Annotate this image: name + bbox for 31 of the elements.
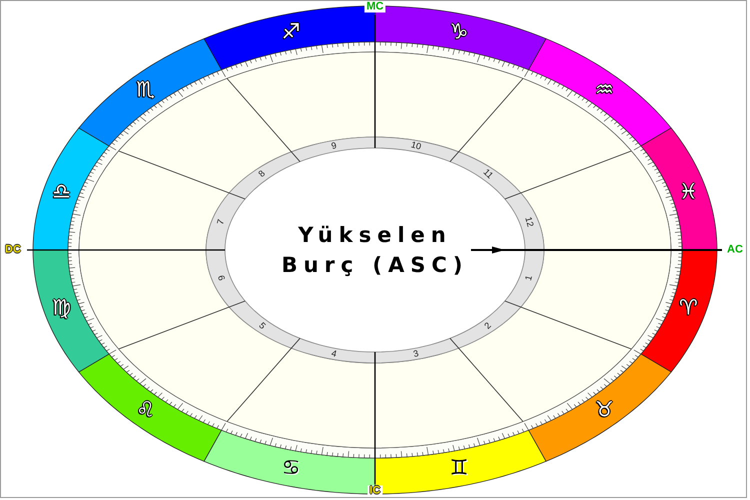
house-number: 1 (524, 274, 534, 282)
house-number: 12 (523, 216, 535, 228)
house-number: 4 (330, 348, 338, 359)
zodiac-symbol: ♎ (52, 181, 71, 202)
zodiac-symbol: ♏ (136, 80, 155, 101)
house-number: 11 (481, 168, 494, 180)
house-number: 3 (412, 348, 420, 359)
house-number: 9 (330, 141, 338, 152)
house-number: 2 (482, 321, 493, 331)
zodiac-symbol: ♒ (595, 80, 614, 101)
zodiac-symbol: ♈ (679, 298, 698, 319)
house-number: 5 (257, 321, 268, 331)
zodiac-symbol: ♍ (52, 298, 71, 319)
house-number: 7 (216, 218, 226, 226)
house-number: 6 (216, 274, 226, 282)
house-number: 10 (410, 140, 422, 152)
axis-label: DC (5, 244, 21, 256)
axis-label: AC (727, 244, 743, 256)
axis-line (505, 249, 722, 251)
zodiac-symbol: ♐ (282, 21, 300, 42)
zodiac-symbol: ♊ (450, 458, 468, 479)
center-label: Yükselen Burç (ASC) (279, 220, 471, 280)
house-number: 8 (257, 169, 268, 179)
zodiac-symbol: ♋ (282, 458, 300, 479)
zodiac-symbol: ♌ (136, 399, 155, 420)
arrow (471, 246, 505, 254)
zodiac-symbol: ♑ (450, 21, 468, 42)
zodiac-symbol: ♓ (679, 181, 698, 202)
axis-label: MC (364, 2, 386, 12)
axis-label: IC (368, 486, 382, 496)
zodiac-symbol: ♉ (595, 399, 614, 420)
